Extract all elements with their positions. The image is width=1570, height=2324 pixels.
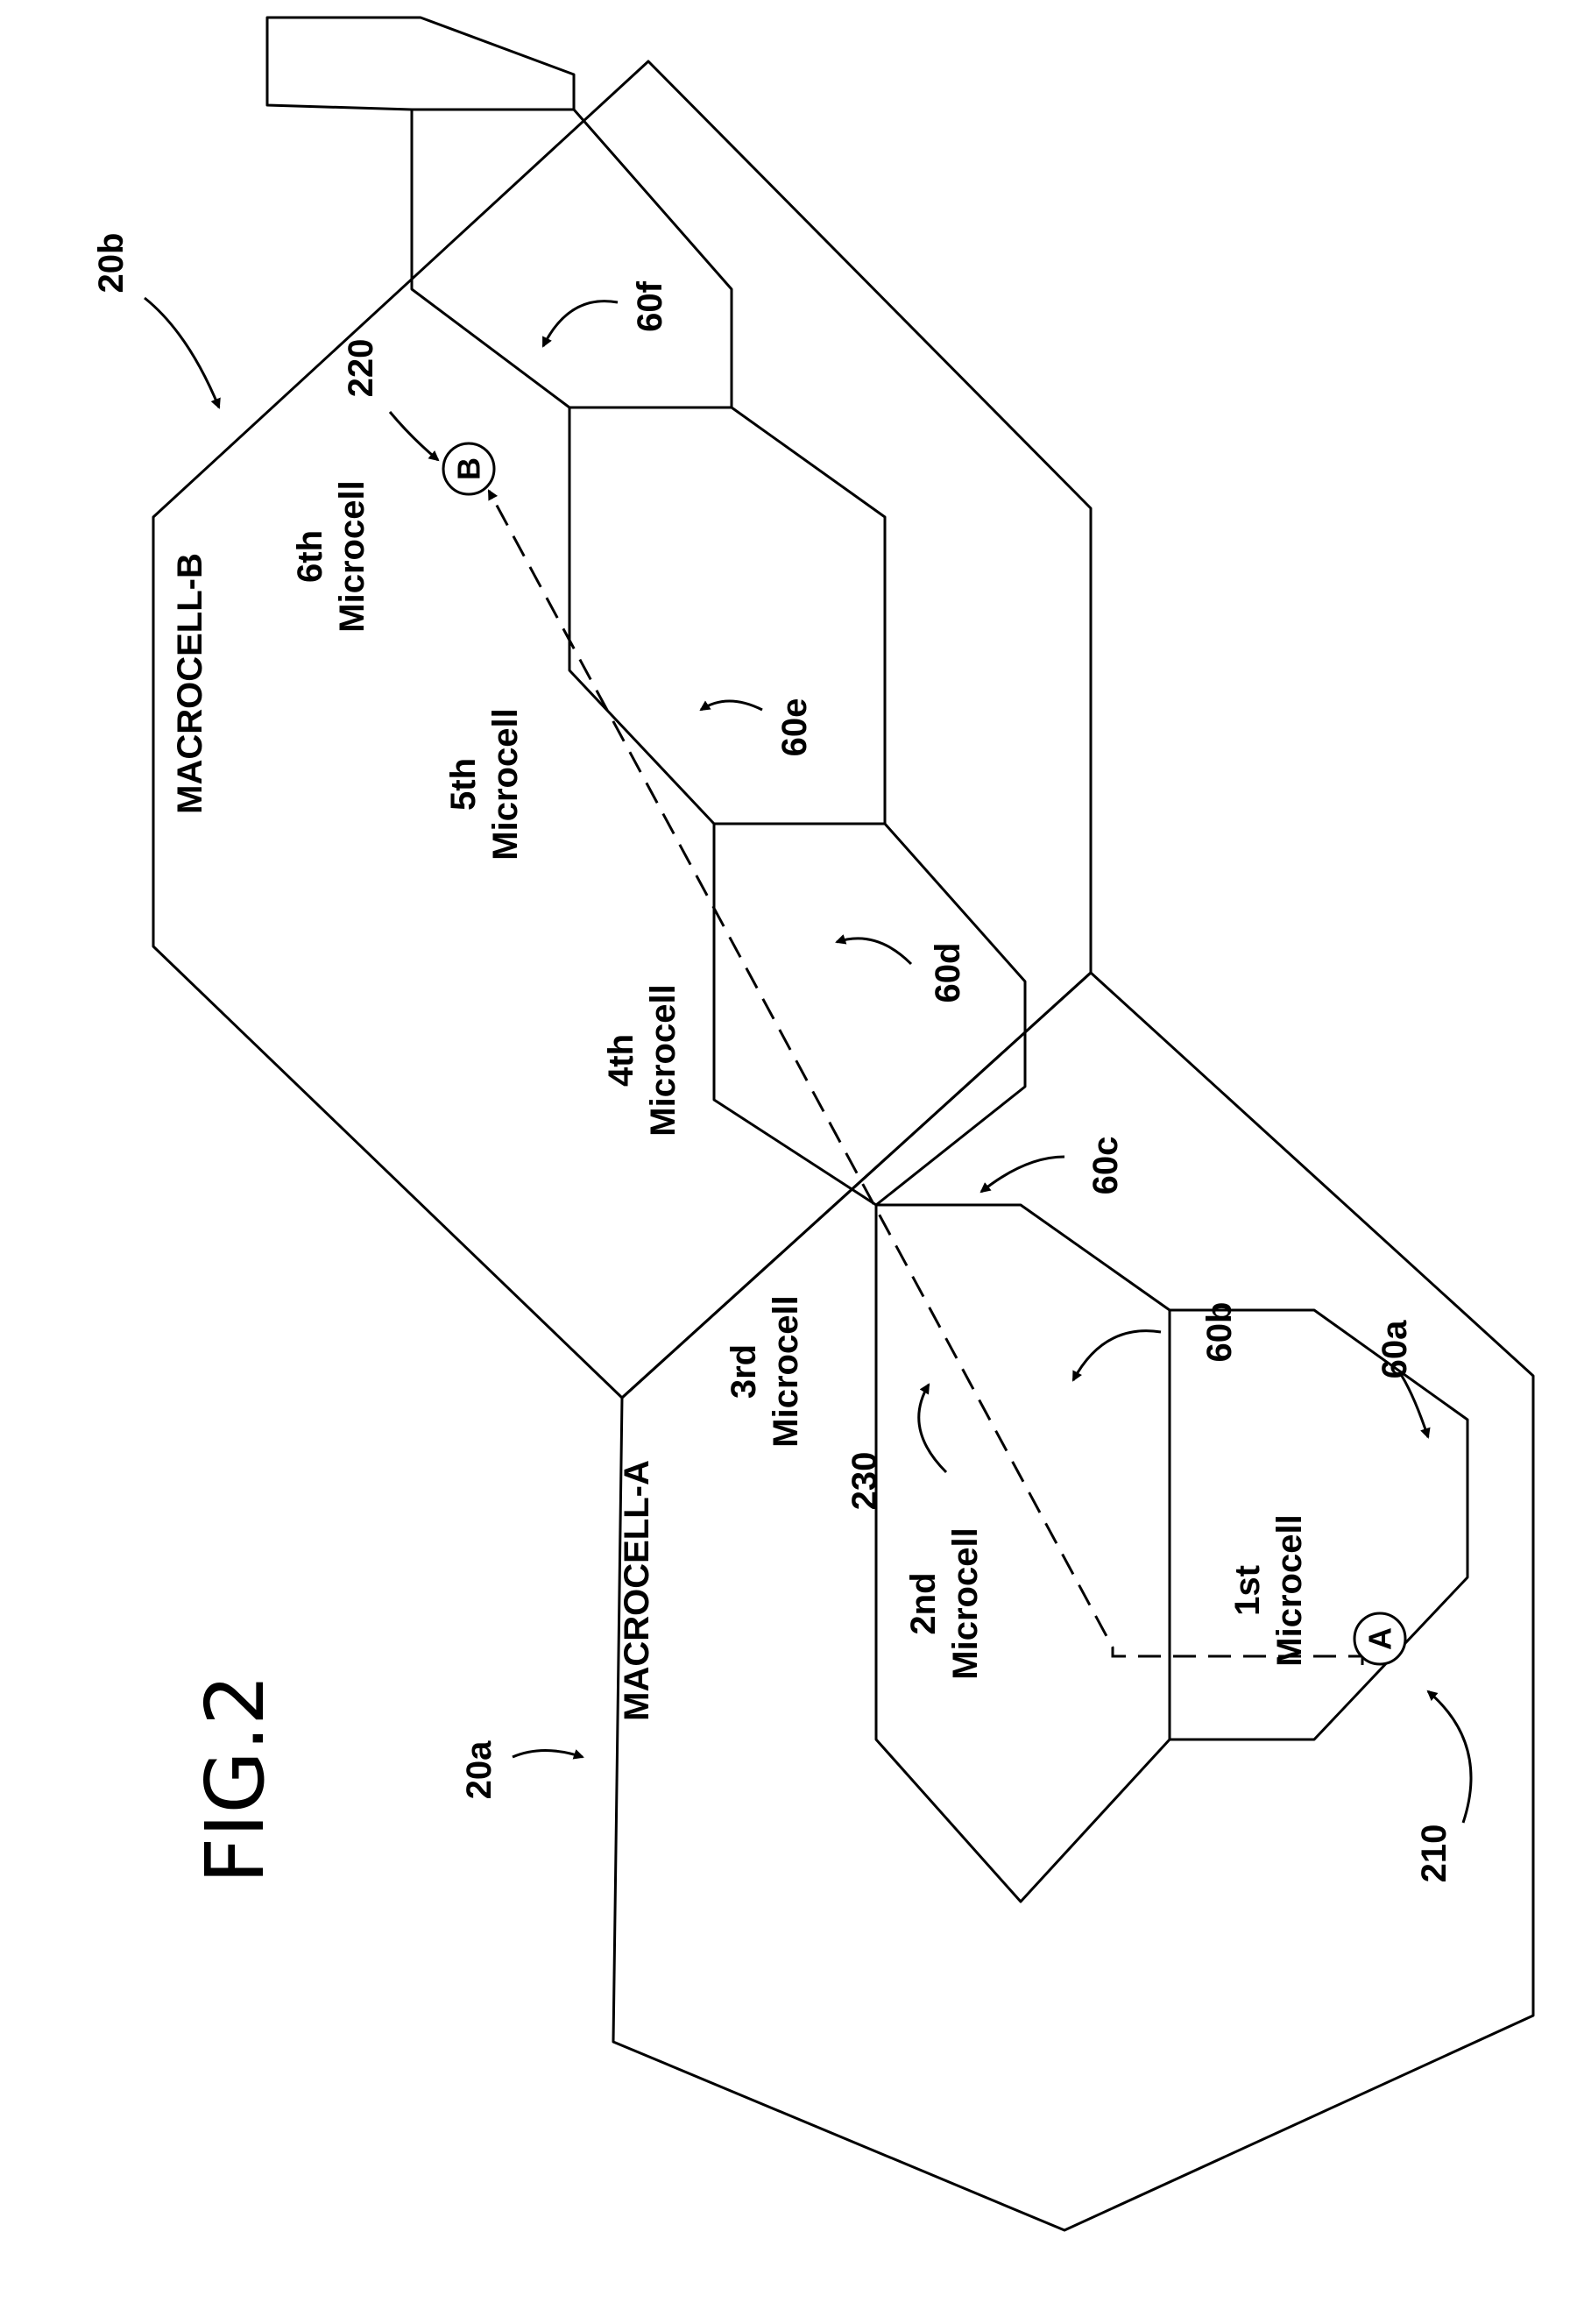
microcell-6-name: Microcell — [333, 480, 371, 632]
macrocell-b-label: MACROCELL-B — [171, 553, 209, 814]
microcell-4-ordinal: 4th — [602, 1034, 640, 1087]
ref-210: 210 — [1415, 1824, 1453, 1883]
leader-210 — [1426, 1690, 1473, 1824]
ref-230: 230 — [845, 1452, 884, 1511]
microcell-5-name: Microcell — [486, 708, 525, 860]
endpoint-a: A — [1353, 1612, 1407, 1666]
ref-60b: 60b — [1200, 1302, 1239, 1363]
microcell-6-label: 6th Microcell — [291, 480, 371, 632]
microcell-3-name: Microcell — [767, 1295, 805, 1447]
ref-60d: 60d — [929, 943, 967, 1003]
endpoint-b-circle — [442, 442, 496, 496]
microcell-4-label: 4th Microcell — [602, 984, 682, 1136]
ref-20a: 20a — [460, 1740, 499, 1799]
macrocell-b-boundary — [152, 60, 1093, 1399]
leader-60f — [541, 300, 619, 348]
microcell-1-label: 1st Microcell — [1228, 1514, 1309, 1666]
macrocell-a-label: MACROCELL-A — [618, 1460, 656, 1721]
ref-60c: 60c — [1086, 1137, 1125, 1195]
endpoint-b-label: B — [451, 457, 487, 480]
leader-60d — [835, 934, 913, 966]
ref-60a: 60a — [1376, 1320, 1414, 1378]
endpoint-a-label: A — [1362, 1627, 1398, 1650]
endpoint-b: B — [442, 442, 496, 496]
leader-60a — [1400, 1375, 1431, 1439]
microcell-1-boundary — [1168, 1308, 1469, 1741]
microcell-1-ordinal: 1st — [1228, 1565, 1267, 1616]
microcell-2-name: Microcell — [946, 1527, 985, 1679]
microcell-3-boundary — [712, 822, 1027, 1207]
microcell-5-boundary — [410, 108, 733, 409]
figure-title: FIG.2 — [188, 1674, 282, 1883]
leader-60c — [979, 1155, 1065, 1194]
microcell-6-ordinal: 6th — [291, 530, 329, 583]
microcell-4-name: Microcell — [644, 984, 682, 1136]
endpoint-a-circle — [1353, 1612, 1407, 1666]
macrocell-a-boundary — [612, 971, 1535, 2232]
microcell-2-boundary — [874, 1203, 1171, 1903]
leader-60e — [699, 699, 763, 712]
ref-60e: 60e — [775, 698, 814, 757]
leader-220 — [388, 411, 440, 462]
leader-230 — [917, 1383, 948, 1474]
microcell-1-name: Microcell — [1270, 1514, 1309, 1666]
leader-20a — [512, 1749, 584, 1760]
microcell-3-label: 3rd Microcell — [725, 1295, 805, 1447]
microcell-5-ordinal: 5th — [444, 758, 483, 811]
movement-path — [487, 489, 1364, 1665]
leader-60b — [1071, 1329, 1162, 1382]
microcell-4-boundary — [568, 406, 887, 825]
ref-60f: 60f — [631, 280, 669, 331]
microcell-2-ordinal: 2nd — [904, 1572, 943, 1634]
microcell-3-ordinal: 3rd — [725, 1344, 763, 1399]
microcell-6-boundary — [265, 16, 576, 111]
ref-220: 220 — [342, 339, 380, 398]
microcell-5-label: 5th Microcell — [444, 708, 525, 860]
microcell-2-label: 2nd Microcell — [904, 1527, 985, 1679]
ref-20b: 20b — [92, 233, 131, 294]
leader-20b — [144, 296, 221, 409]
